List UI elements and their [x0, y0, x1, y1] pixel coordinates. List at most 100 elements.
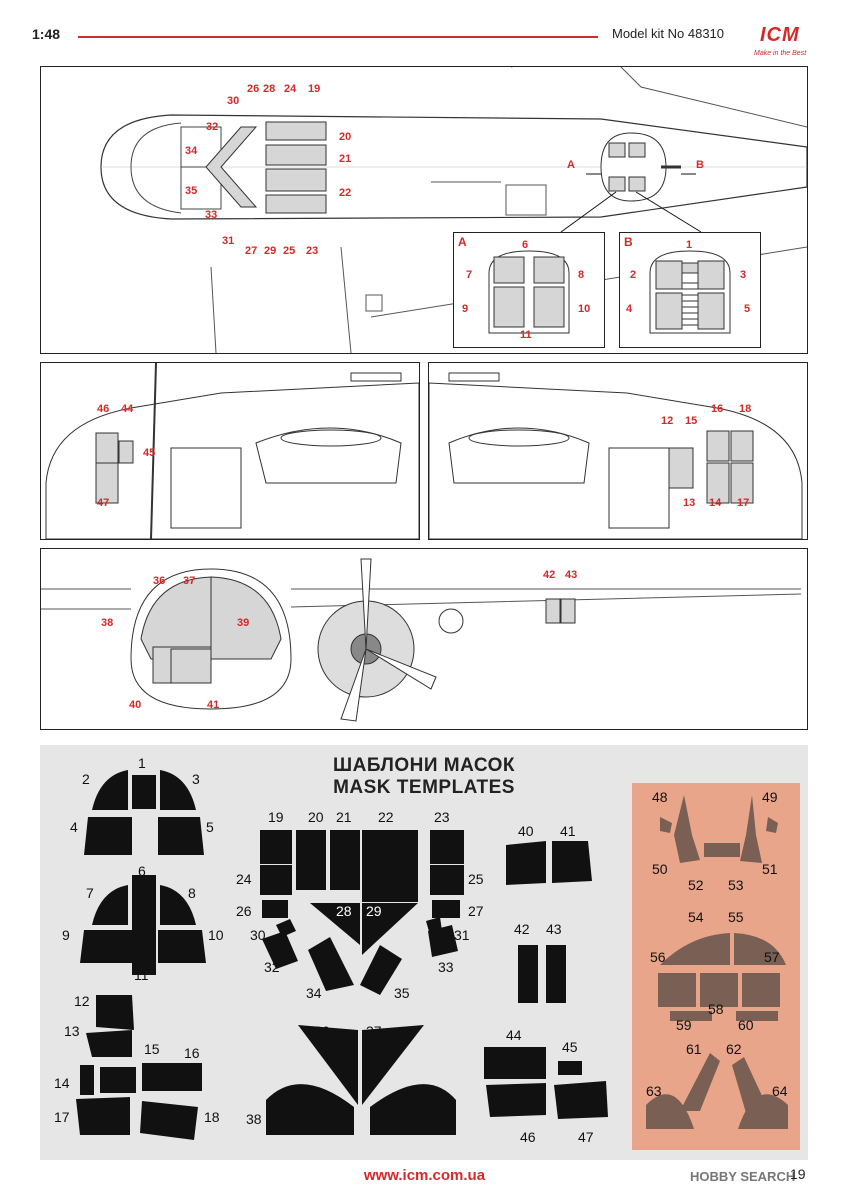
label-39: 39	[237, 617, 250, 629]
mask-num-26: 26	[236, 903, 252, 919]
mask-num-46: 46	[520, 1129, 536, 1145]
label-19: 19	[308, 83, 321, 95]
mask-num-3: 3	[192, 771, 200, 787]
label-42: 42	[543, 569, 556, 581]
label-27: 27	[245, 245, 258, 257]
mask-num-18: 18	[204, 1109, 220, 1125]
label-17: 17	[737, 497, 750, 509]
mask-num-1: 1	[138, 755, 146, 771]
label-33: 33	[205, 209, 218, 221]
view-a-marker: A	[567, 159, 575, 171]
inset-a-label-6: 6	[522, 239, 529, 251]
inset-a-label-9: 9	[462, 303, 469, 315]
mask-num-60: 60	[738, 1017, 754, 1033]
label-46: 46	[97, 403, 110, 415]
mask-num-11: 11	[134, 967, 149, 983]
label-40: 40	[129, 699, 142, 711]
mask-num-43: 43	[546, 921, 562, 937]
mask-shapes	[76, 770, 800, 1150]
mask-num-44: 44	[506, 1027, 522, 1043]
mask-num-52: 52	[688, 877, 704, 893]
mask-num-55: 55	[728, 909, 744, 925]
mask-num-34: 34	[306, 985, 322, 1001]
mask-num-33: 33	[438, 959, 454, 975]
mask-num-58: 58	[708, 1001, 724, 1017]
mask-num-42: 42	[514, 921, 530, 937]
mask-num-20: 20	[308, 809, 324, 825]
mask-num-49: 49	[762, 789, 778, 805]
mask-num-21: 21	[336, 809, 352, 825]
front-view-drawing	[41, 558, 802, 722]
label-36: 36	[153, 575, 166, 587]
side-view-right-panel: 12 15 16 18 13 14 17	[428, 362, 808, 540]
label-26: 26	[247, 83, 260, 95]
mask-num-57: 57	[764, 949, 780, 965]
label-41: 41	[207, 699, 220, 711]
mask-num-61: 61	[686, 1041, 702, 1057]
mask-num-5: 5	[206, 819, 214, 835]
logo-tagline: Make in the Best	[754, 50, 807, 57]
inset-b-label-1: 1	[686, 239, 693, 251]
mask-num-27: 27	[468, 903, 484, 919]
side-view-left-drawing	[45, 363, 419, 539]
mask-num-13: 13	[64, 1023, 80, 1039]
label-24: 24	[284, 83, 297, 95]
inset-a-label-11: 11	[520, 329, 532, 341]
turret-view-b	[649, 250, 731, 334]
label-18: 18	[739, 403, 752, 415]
mask-num-54: 54	[688, 909, 704, 925]
mask-num-47: 47	[578, 1129, 594, 1145]
mask-num-50: 50	[652, 861, 668, 877]
label-25: 25	[283, 245, 296, 257]
mask-num-9: 9	[62, 927, 70, 943]
label-21: 21	[339, 153, 352, 165]
label-38: 38	[101, 617, 114, 629]
mask-num-32: 32	[264, 959, 280, 975]
label-12: 12	[661, 415, 674, 427]
mask-num-15: 15	[144, 1041, 160, 1057]
top-view-panel: 30 26 28 24 19 20 21 22 23 25 29 27 31 3…	[40, 66, 808, 354]
inset-view-a: A 6 7 8 9 10 11	[453, 232, 605, 348]
mask-num-56: 56	[650, 949, 666, 965]
mask-num-24: 24	[236, 871, 252, 887]
inset-b-title: B	[624, 235, 633, 249]
label-37: 37	[183, 575, 196, 587]
mask-num-17: 17	[54, 1109, 70, 1125]
inset-a-label-7: 7	[466, 269, 473, 281]
mask-num-23: 23	[434, 809, 450, 825]
label-30: 30	[227, 95, 240, 107]
mask-num-14: 14	[54, 1075, 70, 1091]
mask-num-12: 12	[74, 993, 90, 1009]
mask-num-31: 31	[454, 927, 470, 943]
mask-num-40: 40	[518, 823, 534, 839]
mask-num-8: 8	[188, 885, 196, 901]
icm-logo: ICM	[760, 24, 800, 46]
label-16: 16	[711, 403, 724, 415]
label-35: 35	[185, 185, 198, 197]
mask-num-48: 48	[652, 789, 668, 805]
label-23: 23	[306, 245, 319, 257]
mask-num-22: 22	[378, 809, 394, 825]
label-43: 43	[565, 569, 578, 581]
label-14: 14	[709, 497, 722, 509]
inset-view-b: B 1 2 3 4 5	[619, 232, 761, 348]
turret-view-a	[488, 250, 570, 334]
mask-num-41: 41	[560, 823, 576, 839]
view-b-marker: B	[696, 159, 704, 171]
mask-num-2: 2	[82, 771, 90, 787]
mask-templates-panel: ШАБЛОНИ МАСОК MASK TEMPLATES	[40, 745, 808, 1160]
mask-num-25: 25	[468, 871, 484, 887]
label-32: 32	[206, 121, 219, 133]
label-45: 45	[143, 447, 156, 459]
label-20: 20	[339, 131, 352, 143]
website-url[interactable]: www.icm.com.ua	[363, 1167, 486, 1184]
mask-num-63: 63	[646, 1083, 662, 1099]
mask-num-19: 19	[268, 809, 284, 825]
label-28: 28	[263, 83, 276, 95]
label-13: 13	[683, 497, 696, 509]
inset-b-label-5: 5	[744, 303, 751, 315]
front-view-panel: 36 37 38 39 40 41 42 43	[40, 548, 808, 730]
mask-num-7: 7	[86, 885, 94, 901]
label-44: 44	[121, 403, 134, 415]
mask-num-29: 29	[366, 903, 382, 919]
